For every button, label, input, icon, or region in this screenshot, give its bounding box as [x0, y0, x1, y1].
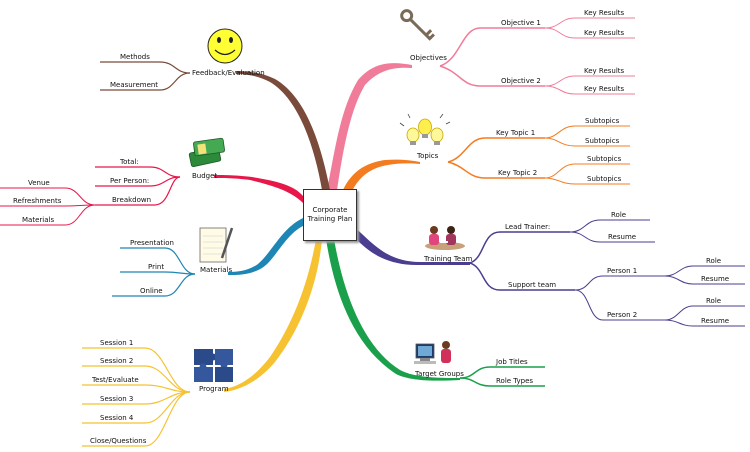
leaf-test-evaluate[interactable]: Test/Evaluate — [91, 376, 139, 384]
node-support-team[interactable]: Support team — [508, 281, 556, 289]
central-topic[interactable]: Corporate Training Plan — [303, 189, 357, 241]
leaf-key-results-2a[interactable]: Key Results — [584, 67, 625, 75]
leaf-subtopics-2b[interactable]: Subtopics — [587, 175, 622, 183]
branch-objectives — [327, 63, 412, 190]
leaf-person2-role[interactable]: Role — [706, 297, 721, 305]
smiley-face-icon — [207, 28, 243, 64]
money-stack-icon — [188, 137, 225, 167]
notepad-pencil-icon — [199, 227, 234, 263]
leaf-presentation[interactable]: Presentation — [130, 239, 174, 247]
leaf-key-results-2b[interactable]: Key Results — [584, 85, 625, 93]
branch-training-team — [352, 225, 470, 266]
program-subbranches — [82, 347, 191, 447]
branch-label-program[interactable]: Program — [199, 385, 229, 393]
budget-breakdown-leaves — [0, 187, 96, 226]
branch-label-objectives[interactable]: Objectives — [410, 54, 447, 62]
topics-subbranches — [447, 137, 545, 179]
feedback-subbranches — [100, 61, 191, 91]
leaf-session-3[interactable]: Session 3 — [100, 395, 133, 403]
puzzle-icon — [194, 349, 233, 382]
objectives-subbranches — [439, 27, 545, 87]
leaf-refreshments[interactable]: Refreshments — [13, 197, 62, 205]
leaf-per-person[interactable]: Per Person: — [110, 177, 149, 185]
node-key-topic-2[interactable]: Key Topic 2 — [498, 169, 537, 177]
branch-label-target-groups[interactable]: Target Groups — [414, 370, 464, 378]
leaf-materials-cost[interactable]: Materials — [22, 216, 54, 224]
node-person-2[interactable]: Person 2 — [607, 311, 637, 319]
leaf-person1-role[interactable]: Role — [706, 257, 721, 265]
leaf-measurement[interactable]: Measurement — [110, 81, 158, 89]
central-topic-line-1: Corporate — [312, 206, 348, 214]
leaf-subtopics-1b[interactable]: Subtopics — [585, 137, 620, 145]
lightbulbs-icon — [399, 113, 451, 145]
node-objective-2[interactable]: Objective 2 — [501, 77, 541, 85]
branch-label-materials[interactable]: Materials — [200, 266, 232, 274]
leaf-job-titles[interactable]: Job Titles — [495, 358, 528, 366]
leaf-venue[interactable]: Venue — [28, 179, 50, 187]
topics-leaves — [544, 125, 630, 185]
leaf-session-2[interactable]: Session 2 — [100, 357, 133, 365]
leaf-session-4[interactable]: Session 4 — [100, 414, 134, 422]
branch-label-budget[interactable]: Budget — [192, 172, 217, 180]
leaf-person2-resume[interactable]: Resume — [701, 317, 729, 325]
leaf-methods[interactable]: Methods — [120, 53, 150, 61]
branch-target-groups — [326, 239, 460, 381]
computer-user-icon — [414, 341, 451, 364]
leaf-close-questions[interactable]: Close/Questions — [90, 437, 147, 445]
branch-budget — [214, 175, 303, 203]
node-key-topic-1[interactable]: Key Topic 1 — [496, 129, 535, 137]
leaf-lead-resume[interactable]: Resume — [608, 233, 636, 241]
key-icon — [400, 9, 435, 41]
objectives-leaves — [544, 17, 635, 95]
leaf-print[interactable]: Print — [148, 263, 164, 271]
materials-subbranches — [112, 247, 196, 297]
leaf-person1-resume[interactable]: Resume — [701, 275, 729, 283]
leaf-online[interactable]: Online — [140, 287, 163, 295]
branch-label-topics[interactable]: Topics — [416, 152, 439, 160]
branch-label-feedback[interactable]: Feedback/Evaluation — [192, 69, 265, 77]
central-topic-line-2: Training Plan — [307, 215, 353, 223]
meeting-people-icon — [425, 226, 465, 250]
branch-feedback — [236, 71, 330, 190]
branch-topics — [343, 159, 420, 196]
leaf-subtopics-2a[interactable]: Subtopics — [587, 155, 622, 163]
training-team-leaves — [569, 219, 745, 327]
leaf-session-1[interactable]: Session 1 — [100, 339, 133, 347]
leaf-role-types[interactable]: Role Types — [496, 377, 533, 385]
branch-program — [224, 239, 322, 392]
node-person-1[interactable]: Person 1 — [607, 267, 637, 275]
leaf-key-results-1a[interactable]: Key Results — [584, 9, 625, 17]
leaf-subtopics-1a[interactable]: Subtopics — [585, 117, 620, 125]
node-breakdown[interactable]: Breakdown — [112, 196, 151, 204]
node-objective-1[interactable]: Objective 1 — [501, 19, 541, 27]
branch-materials — [228, 218, 303, 275]
branch-label-training-team[interactable]: Training Team — [423, 255, 473, 263]
training-team-subbranches — [469, 231, 575, 291]
leaf-lead-role[interactable]: Role — [611, 211, 626, 219]
leaf-key-results-1b[interactable]: Key Results — [584, 29, 625, 37]
budget-subbranches — [95, 166, 181, 206]
target-groups-subbranches — [459, 366, 545, 387]
node-lead-trainer[interactable]: Lead Trainer: — [505, 223, 550, 231]
leaf-total[interactable]: Total: — [119, 158, 139, 166]
